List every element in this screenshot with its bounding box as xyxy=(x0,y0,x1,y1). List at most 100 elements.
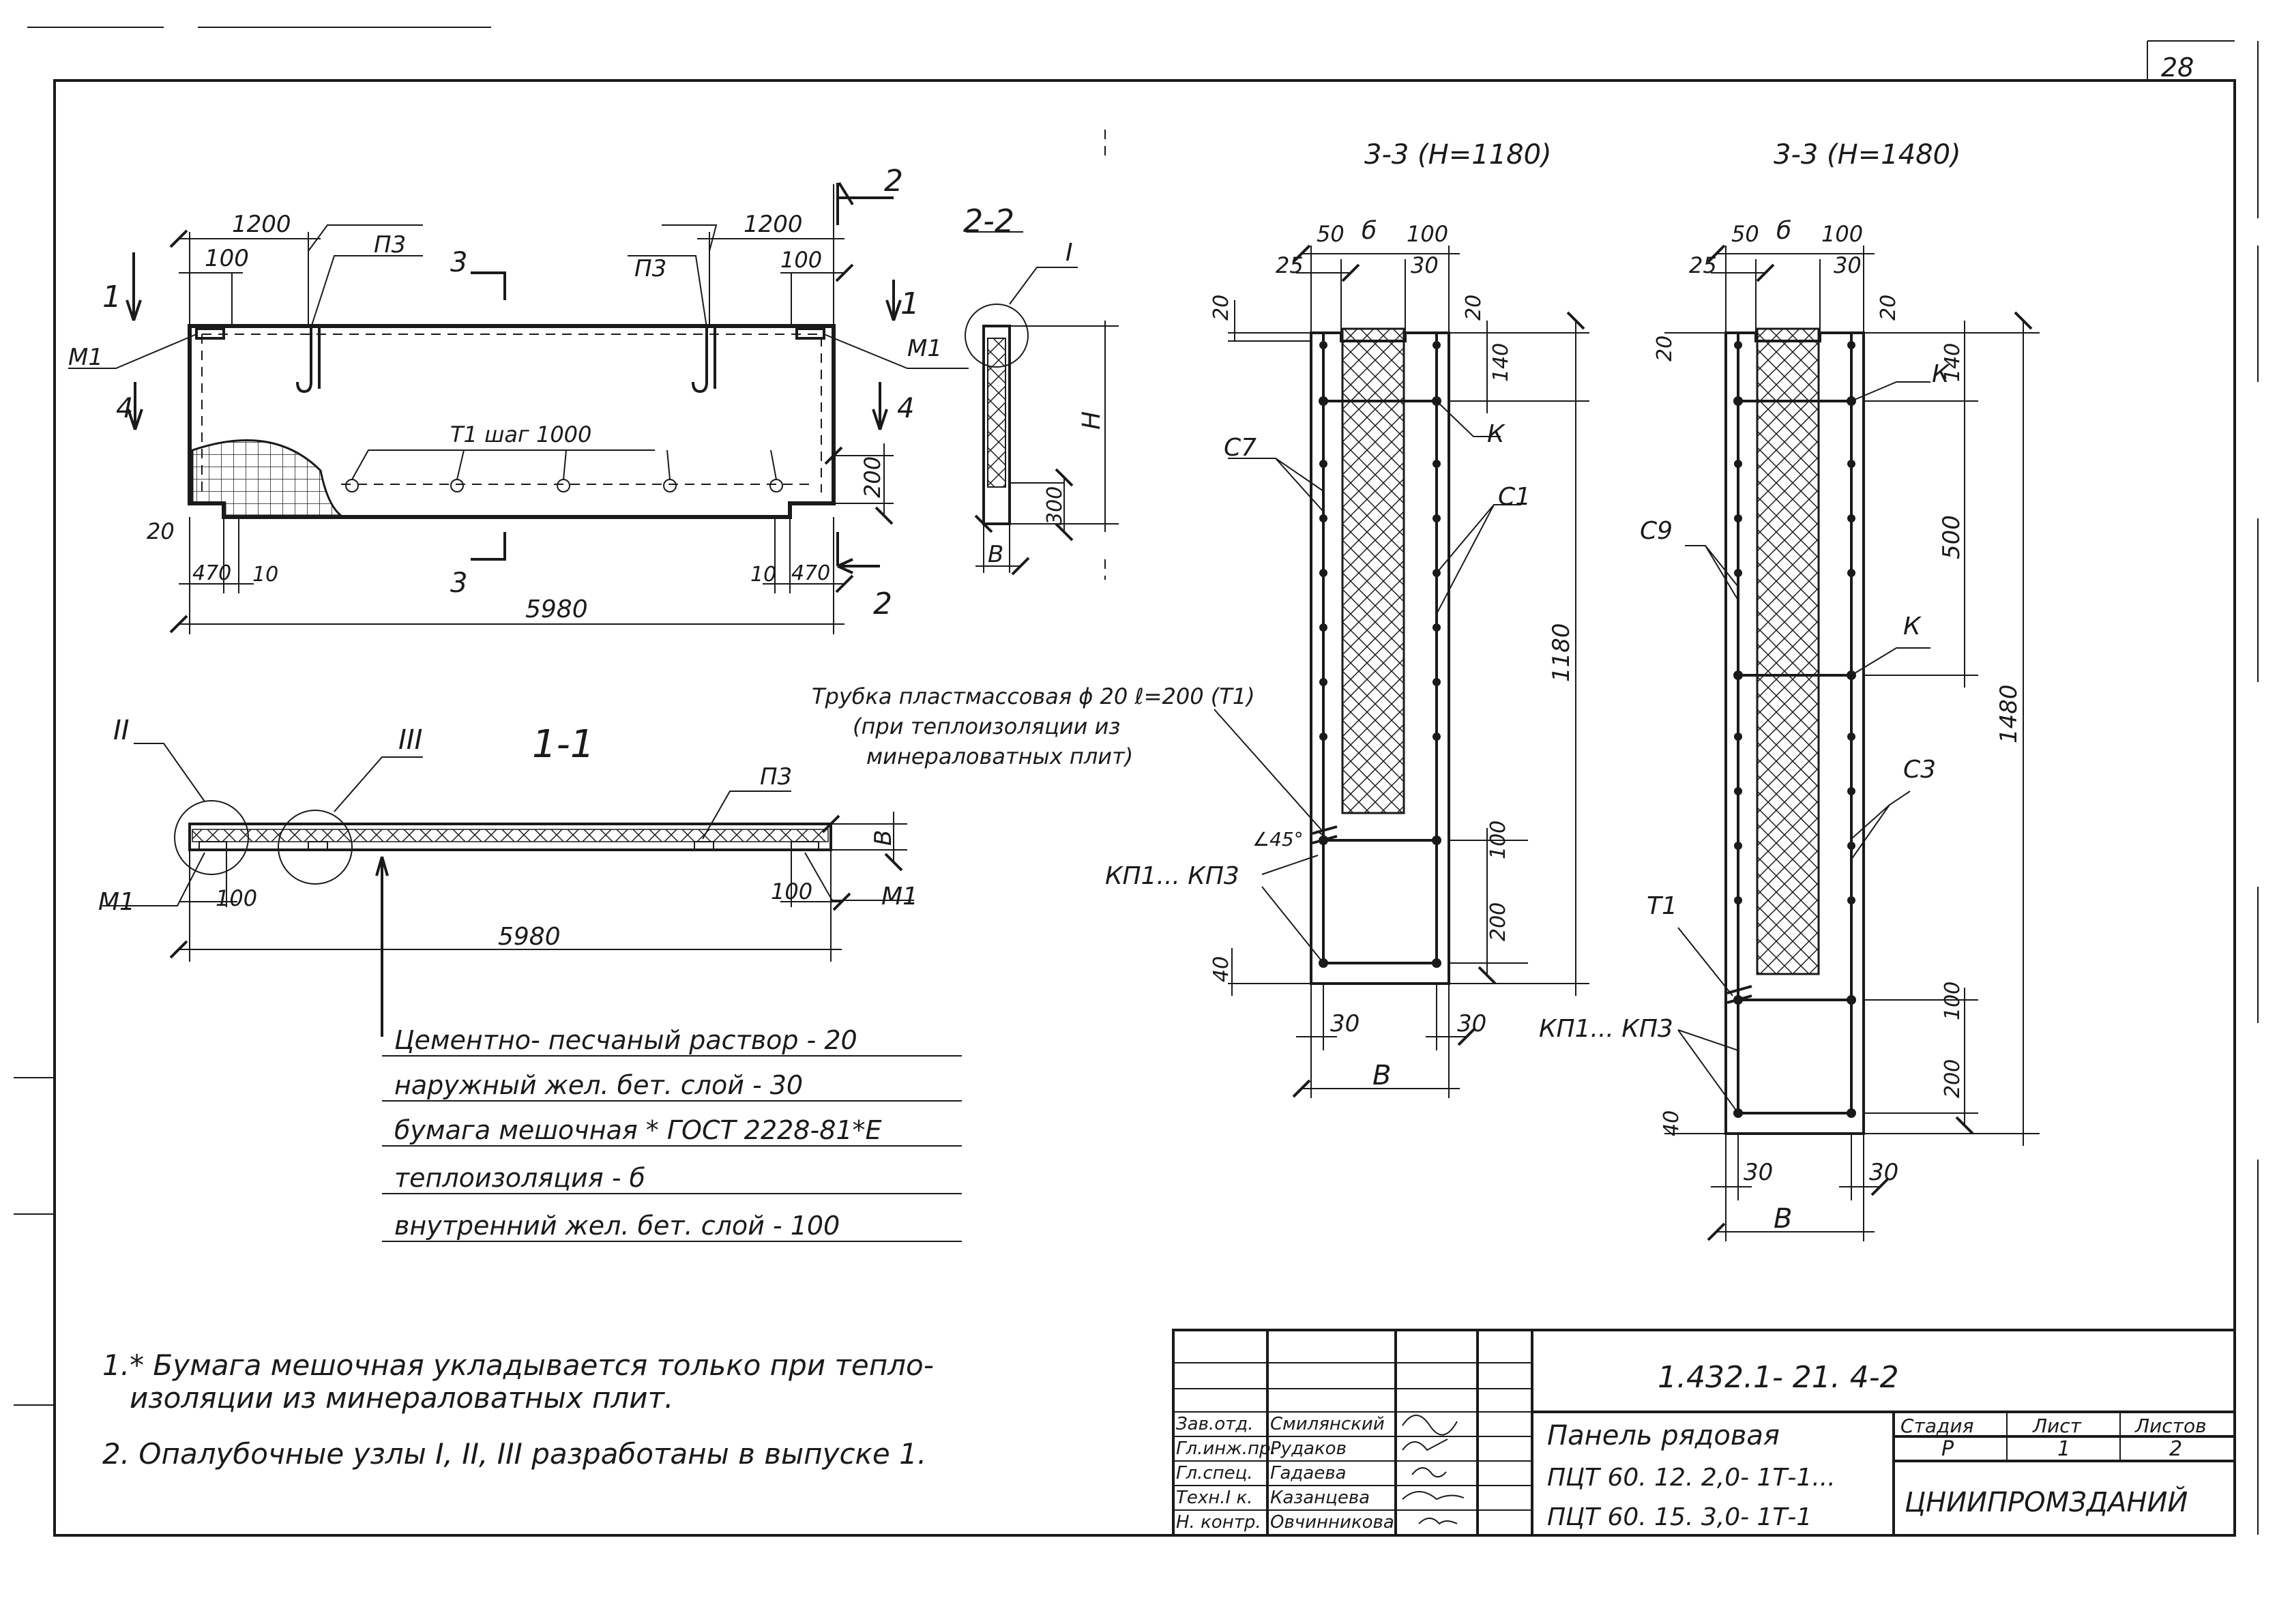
dim-1200-left: 1200 xyxy=(232,211,291,238)
label-p3-right: П3 xyxy=(634,255,666,282)
label-c1: С1 xyxy=(1498,483,1531,511)
dim-100-left-1-1: 100 xyxy=(216,885,257,911)
layer-5: внутренний жел. бет. слой - 100 xyxy=(394,1211,840,1241)
label-k-mid-b: К xyxy=(1903,612,1922,640)
dim-B-2-2: B xyxy=(988,541,1003,568)
dim-200-a: 200 xyxy=(1486,902,1510,941)
label-m1-left: М1 xyxy=(68,344,103,371)
dim-30-top-b: 30 xyxy=(1834,252,1862,278)
name-1: Смилянский xyxy=(1270,1414,1385,1434)
label-c9: С9 xyxy=(1640,517,1673,545)
rebar-dots-left xyxy=(1319,341,1328,968)
dim-30-bl-b: 30 xyxy=(1744,1159,1773,1186)
name-3: Гадаева xyxy=(1270,1463,1347,1483)
dim-10-left: 10 xyxy=(252,563,278,587)
dim-100-b: 100 xyxy=(1821,221,1863,247)
dim-20: 20 xyxy=(147,518,175,544)
node-II: II xyxy=(113,715,130,746)
dim-25-b: 25 xyxy=(1689,252,1717,278)
title-block xyxy=(1172,1329,2236,1537)
lifting-loop-right xyxy=(692,326,716,394)
dim-b-b: б xyxy=(1776,217,1791,245)
layer-4: теплоизоляция - б xyxy=(394,1163,645,1193)
dim-500-b: 500 xyxy=(1938,515,1965,559)
node-III: III xyxy=(398,724,422,756)
label-t1-step: Т1 шаг 1000 xyxy=(450,422,591,447)
dim-H: H xyxy=(1078,411,1106,430)
dim-100-right: 100 xyxy=(780,247,822,273)
section-3-3-h1480 xyxy=(1664,246,2040,1241)
rebar-dots-left-b xyxy=(1733,341,1743,1118)
tube-note-line2: (при теплоизоляции из xyxy=(853,713,1120,739)
dim-10-right: 10 xyxy=(750,563,776,587)
label-k-a: К xyxy=(1487,420,1505,448)
sheet-value: 1 xyxy=(2057,1437,2070,1461)
t1-tubes xyxy=(345,479,783,492)
dim-B-1-1: B xyxy=(870,830,897,846)
section-2-2 xyxy=(965,130,1119,580)
stage-header: Стадия xyxy=(1900,1415,1973,1437)
section-2-2-title: 2-2 xyxy=(963,203,1014,239)
sheet-header: Лист xyxy=(2032,1415,2082,1437)
dim-1180-a: 1180 xyxy=(1548,623,1575,682)
label-t1-b: Т1 xyxy=(1647,892,1677,920)
note-2: 2. Опалубочные узлы I, II, III разработа… xyxy=(102,1437,926,1471)
dim-5980: 5980 xyxy=(525,595,588,623)
cut-4-right: 4 xyxy=(897,393,914,424)
dim-300: 300 xyxy=(1043,486,1067,525)
note-1-cont: изоляции из минераловатных плит. xyxy=(130,1381,673,1415)
role-3: Гл.спец. xyxy=(1176,1463,1253,1483)
stage-value: Р xyxy=(1941,1437,1954,1461)
dim-100-right-1-1: 100 xyxy=(771,879,812,904)
dim-200-b: 200 xyxy=(1941,1059,1965,1098)
dim-B-a: B xyxy=(1372,1060,1391,1091)
label-k-top-b: К xyxy=(1932,360,1950,388)
dim-1200-right: 1200 xyxy=(744,211,803,238)
dim-50-a: 50 xyxy=(1317,221,1345,247)
section-3-3-a-title: 3-3 (Н=1180) xyxy=(1364,139,1552,171)
cut-4-left: 4 xyxy=(116,393,133,424)
label-p3-left: П3 xyxy=(374,231,406,259)
dim-40-a: 40 xyxy=(1209,956,1233,982)
dim-200: 200 xyxy=(860,456,885,498)
dim-20-left-b: 20 xyxy=(1653,336,1677,361)
panel-elevation-view xyxy=(68,181,969,634)
label-c3: С3 xyxy=(1903,756,1936,784)
role-1: Зав.отд. xyxy=(1176,1414,1253,1434)
cut-3-top: 3 xyxy=(450,247,467,278)
cut-3-bottom: 3 xyxy=(450,567,467,599)
dim-20-left-a: 20 xyxy=(1209,295,1233,321)
section-3-3-h1180 xyxy=(1228,246,1589,1098)
label-m1-right: М1 xyxy=(907,335,942,362)
label-m1-left-1-1: М1 xyxy=(98,888,135,916)
label-m1-right-1-1: М1 xyxy=(881,883,918,911)
signatures xyxy=(1402,1415,1465,1525)
label-kp-a: КП1... КП3 xyxy=(1105,862,1239,890)
dim-100-left: 100 xyxy=(205,245,249,272)
cut-1-left: 1 xyxy=(102,280,121,314)
name-5: Овчинникова xyxy=(1270,1512,1394,1533)
dim-140-a: 140 xyxy=(1489,343,1513,382)
section-3-3-b-title: 3-3 (Н=1480) xyxy=(1774,139,1961,171)
lifting-loop-left xyxy=(296,326,321,394)
dim-470-left: 470 xyxy=(192,561,231,585)
tube-note-line3: минераловатных плит) xyxy=(866,743,1133,769)
layer-2: наружный жел. бет. слой - 30 xyxy=(394,1070,803,1100)
dim-20-right-b: 20 xyxy=(1877,295,1900,321)
cut-1-right: 1 xyxy=(900,286,920,321)
dim-30-br-b: 30 xyxy=(1869,1159,1898,1186)
sheets-value: 2 xyxy=(2169,1437,2182,1461)
dim-30-br-a: 30 xyxy=(1457,1010,1486,1037)
role-4: Техн.I к. xyxy=(1176,1488,1252,1508)
sheet-frame xyxy=(14,27,2259,1537)
name-2: Рудаков xyxy=(1270,1438,1347,1459)
organization: ЦНИИПРОМЗДАНИЙ xyxy=(1905,1486,2188,1518)
dim-100-low-b: 100 xyxy=(1941,981,1965,1020)
layer-1: Цементно- песчаный раствор - 20 xyxy=(394,1025,857,1055)
product-name-2: ПЦТ 60. 12. 2,0- 1Т-1... xyxy=(1547,1464,1836,1492)
doc-code: 1.432.1- 21. 4-2 xyxy=(1658,1360,1899,1395)
cut-2-bottom: 2 xyxy=(873,587,892,621)
label-p3-1-1: П3 xyxy=(760,763,792,791)
dim-40-b: 40 xyxy=(1660,1110,1684,1136)
